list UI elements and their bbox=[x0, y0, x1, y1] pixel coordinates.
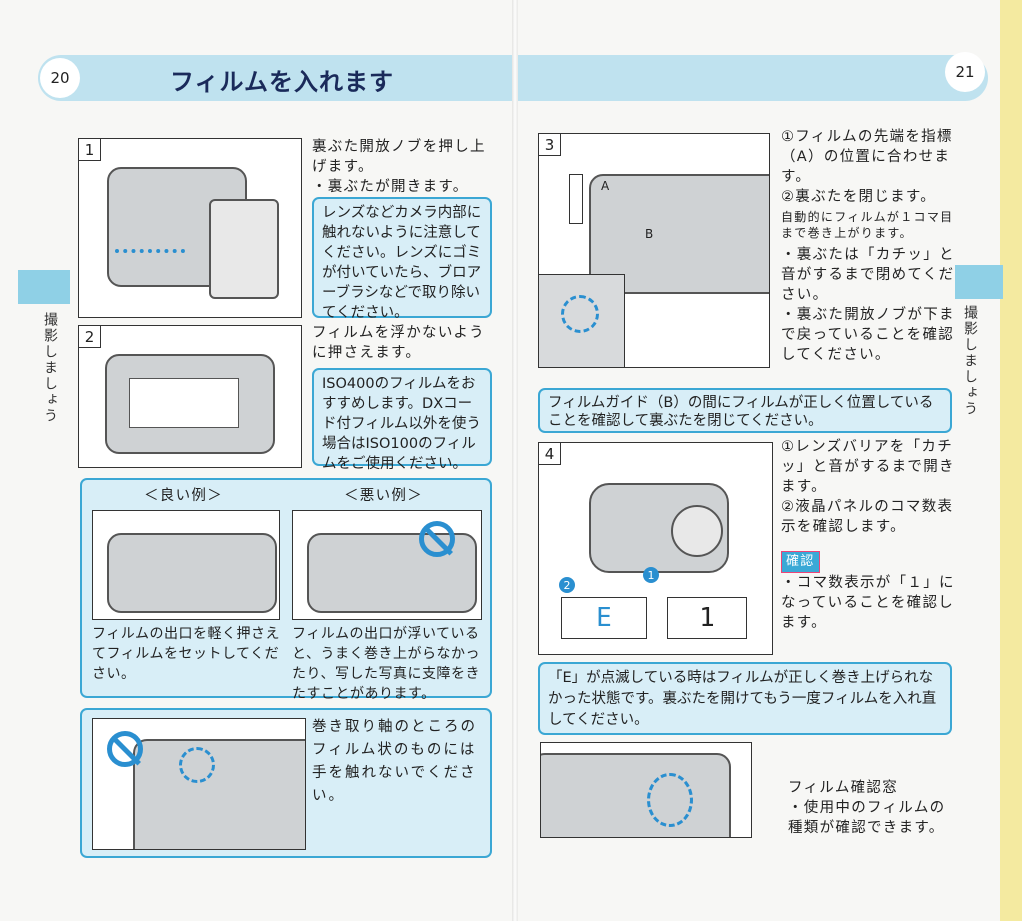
side-tab-left bbox=[18, 270, 70, 304]
page-number-left: 20 bbox=[40, 58, 80, 98]
step2-illustration: 2 bbox=[78, 325, 302, 468]
step1-bullet: ・裏ぶたが開きます。 bbox=[312, 179, 469, 195]
camera-front-image bbox=[589, 483, 729, 573]
warning-text: 巻き取り軸のところのフィルム状のものには手を触れないでください。 bbox=[312, 719, 477, 804]
good-example-text: フィルムの出口を軽く押さえてフィルムをセットしてください。 bbox=[92, 626, 280, 682]
callout-2: 2 bbox=[559, 577, 575, 593]
step3-number: 3 bbox=[539, 134, 561, 156]
step4-item2: ②液晶パネルのコマ数表示を確認します。 bbox=[781, 499, 954, 535]
book-spine bbox=[512, 0, 518, 921]
page-number-right: 21 bbox=[945, 52, 985, 92]
takeup-spool-image bbox=[92, 718, 306, 850]
step2-text: フィルムを浮かないように押さえます。 bbox=[312, 325, 485, 361]
bad-example-image bbox=[292, 510, 482, 620]
step3-illustration: 3 A B bbox=[538, 133, 770, 368]
step1-number: 1 bbox=[79, 139, 101, 161]
good-example-label: ＜良い例＞ bbox=[144, 488, 223, 504]
camera-image bbox=[107, 533, 277, 613]
highlight-circle bbox=[647, 773, 693, 827]
side-tab-right bbox=[955, 265, 1003, 299]
step1-note: レンズなどカメラ内部に触れないように注意してください。レンズにゴミが付いていたら… bbox=[312, 197, 492, 321]
step1-instruction: 裏ぶた開放ノブを押し上げます。 bbox=[312, 139, 486, 175]
step4-text: ①レンズバリアを「カチッ」と音がするまで開きます。 ②液晶パネルのコマ数表示を確… bbox=[781, 437, 959, 633]
film-window-title: フィルム確認窓 bbox=[788, 780, 899, 796]
step4-note: 「E」が点滅している時はフィルムが正しく巻き上げられなかった状態です。裏ぶたを開… bbox=[538, 662, 952, 735]
step3-bullet1: ・裏ぶたは「カチッ」と音がするまで閉めてください。 bbox=[781, 247, 955, 303]
examples-box: ＜良い例＞ ＜悪い例＞ フィルムの出口を軽く押さえてフィルムをセットしてください… bbox=[80, 478, 492, 702]
step4-item1: ①レンズバリアを「カチッ」と音がするまで開きます。 bbox=[781, 439, 955, 495]
step3-bullet2: ・裏ぶた開放ノブが下まで戻っていることを確認してください。 bbox=[781, 307, 955, 363]
lcd-error-display: E bbox=[561, 597, 647, 639]
camera-image bbox=[133, 739, 305, 849]
highlight-circle bbox=[179, 747, 215, 783]
film-window-bullet: ・使用中のフィルムの種類が確認できます。 bbox=[788, 800, 946, 836]
step4-confirm-text: ・コマ数表示が「１」になっていることを確認します。 bbox=[781, 575, 955, 631]
film-window-image bbox=[540, 742, 752, 838]
prohibited-icon bbox=[419, 521, 455, 557]
header-band-left bbox=[38, 55, 512, 101]
knob-inset bbox=[539, 274, 625, 367]
film-window-text: フィルム確認窓 ・使用中のフィルムの種類が確認できます。 bbox=[788, 778, 960, 838]
open-back-cover bbox=[209, 199, 279, 299]
page-edge bbox=[1000, 0, 1022, 921]
film-index-mark bbox=[569, 174, 583, 224]
step3-small-note: 自動的にフィルムが１コマ目まで巻き上がります。 bbox=[781, 210, 954, 240]
side-label-left: 撮影しましょう bbox=[42, 312, 58, 424]
step2-number: 2 bbox=[79, 326, 101, 348]
step3-item2: ②裏ぶたを閉じます。 bbox=[781, 189, 937, 205]
step2-note: ISO400のフィルムをおすすめします。DXコード付フィルム以外を使う場合はIS… bbox=[312, 368, 492, 472]
step4-illustration: 4 1 2 E 1 bbox=[538, 442, 773, 655]
step4-number: 4 bbox=[539, 443, 561, 465]
bad-example-label: ＜悪い例＞ bbox=[344, 488, 423, 504]
callout-1: 1 bbox=[643, 567, 659, 583]
step1-text: 裏ぶた開放ノブを押し上げます。 ・裏ぶたが開きます。 bbox=[312, 137, 497, 197]
highlight-circle bbox=[561, 295, 599, 333]
good-example-image bbox=[92, 510, 280, 620]
confirm-badge: 確認 bbox=[781, 551, 820, 573]
bad-example-text: フィルムの出口が浮いていると、うまく巻き上がらなかったり、写した写真に支障をきた… bbox=[292, 626, 480, 702]
arrow-icon bbox=[115, 249, 185, 253]
lens-image bbox=[671, 505, 723, 557]
step3-note: フィルムガイド（B）の間にフィルムが正しく位置していることを確認して裏ぶたを閉じ… bbox=[538, 388, 952, 433]
label-b: B bbox=[645, 227, 654, 241]
step1-illustration: 1 bbox=[78, 138, 302, 318]
header-band-right bbox=[518, 55, 988, 101]
lcd-frame-one-display: 1 bbox=[667, 597, 747, 639]
film-image bbox=[129, 378, 239, 428]
side-label-right: 撮影しましょう bbox=[962, 305, 978, 417]
camera-back-image bbox=[541, 753, 731, 837]
warning-box: 巻き取り軸のところのフィルム状のものには手を触れないでください。 bbox=[80, 708, 492, 858]
step3-text: ①フィルムの先端を指標（A）の位置に合わせます。 ②裏ぶたを閉じます。 自動的に… bbox=[781, 127, 959, 365]
step3-item1: ①フィルムの先端を指標（A）の位置に合わせます。 bbox=[781, 129, 953, 185]
page-title: フィルムを入れます bbox=[170, 68, 395, 96]
label-a: A bbox=[601, 179, 610, 193]
prohibited-icon bbox=[107, 731, 143, 767]
